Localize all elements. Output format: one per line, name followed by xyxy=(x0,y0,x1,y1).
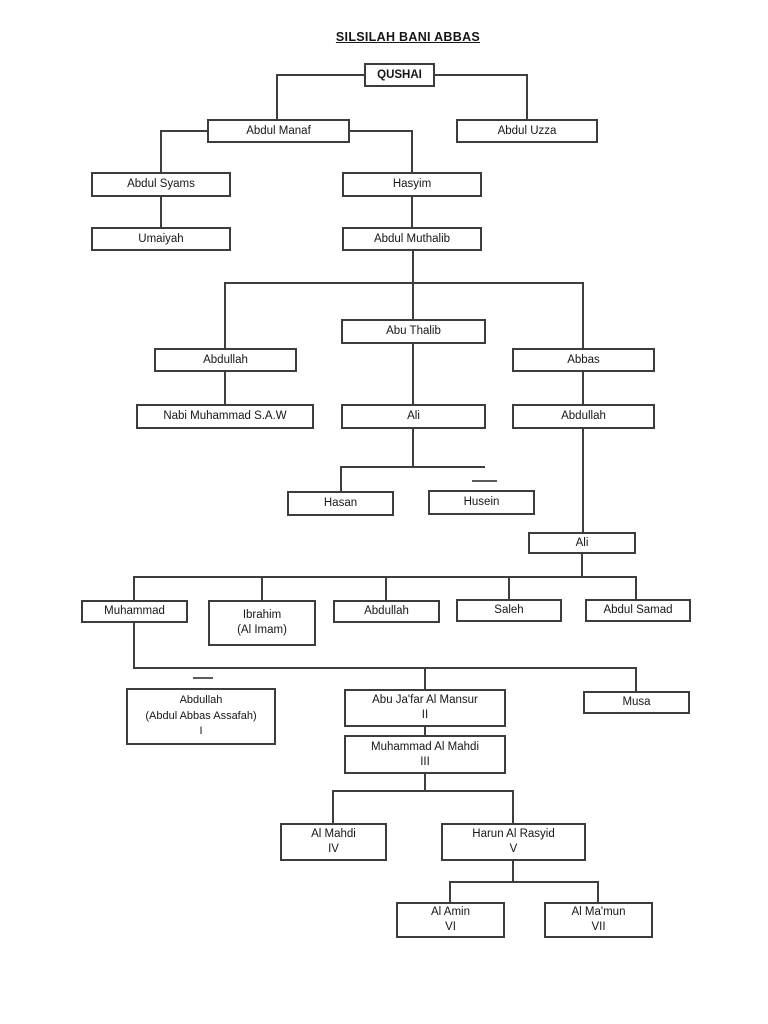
connector-line xyxy=(133,576,135,600)
connector-line xyxy=(224,282,226,348)
page-title: SILSILAH BANI ABBAS xyxy=(335,30,481,44)
connector-line xyxy=(412,251,414,319)
node-label-line: VII xyxy=(591,921,606,933)
tree-node-abdullah-3: Abdullah xyxy=(333,600,440,623)
tree-node-saleh: Saleh xyxy=(456,599,562,622)
connector-line xyxy=(160,130,162,172)
tree-node-abdul-syams: Abdul Syams xyxy=(91,172,231,197)
connector-line xyxy=(161,130,209,132)
tree-node-abdul-muthalib: Abdul Muthalib xyxy=(342,227,482,251)
connector-line xyxy=(582,282,584,348)
connector-line xyxy=(581,554,583,577)
connector-line xyxy=(449,881,599,883)
node-label-line: (Abdul Abbas Assafah) xyxy=(145,709,257,722)
connector-line xyxy=(597,881,599,902)
broken-connector-mark xyxy=(472,480,497,482)
tree-node-muhammad-al-mahdi: Muhammad Al Mahdi III xyxy=(344,735,506,774)
connector-line xyxy=(134,667,636,669)
tree-node-abdullah-1: Abdullah xyxy=(154,348,297,372)
tree-node-abdullah-assafah: Abdullah (Abdul Abbas Assafah) I xyxy=(126,688,276,745)
connector-line xyxy=(332,790,514,792)
tree-node-musa: Musa xyxy=(583,691,690,714)
node-label-line: Harun Al Rasyid xyxy=(472,828,555,841)
tree-node-nabi-muhammad: Nabi Muhammad S.A.W xyxy=(136,404,314,429)
node-label-line: (Al Imam) xyxy=(237,624,287,636)
broken-connector-mark xyxy=(193,677,213,679)
connector-line xyxy=(224,372,226,404)
connector-line xyxy=(582,429,584,532)
connector-line xyxy=(348,130,412,132)
connector-line xyxy=(277,74,366,76)
connector-line xyxy=(412,344,414,404)
tree-node-umaiyah: Umaiyah xyxy=(91,227,231,251)
node-label-line: Abdullah xyxy=(179,693,223,706)
tree-node-al-mamun: Al Ma'mun VII xyxy=(544,902,653,938)
node-label-line: Al Amin xyxy=(431,906,470,919)
connector-line xyxy=(276,74,278,119)
connector-line xyxy=(635,576,637,599)
node-label-line: Abu Ja'far Al Mansur xyxy=(372,694,478,707)
node-label-line: Ibrahim xyxy=(242,609,282,622)
connector-line xyxy=(341,466,485,468)
connector-line xyxy=(411,197,413,227)
node-label-line: I xyxy=(199,725,203,738)
tree-node-abdullah-2: Abdullah xyxy=(512,404,655,429)
connector-line xyxy=(133,623,135,669)
connector-line xyxy=(512,861,514,883)
tree-node-hasyim: Hasyim xyxy=(342,172,482,197)
node-label-line: VI xyxy=(445,921,456,933)
tree-node-abu-thalib: Abu Thalib xyxy=(341,319,486,344)
tree-node-abdul-uzza: Abdul Uzza xyxy=(456,119,598,143)
connector-line xyxy=(424,667,426,689)
connector-line xyxy=(332,790,334,823)
connector-line xyxy=(512,790,514,823)
tree-node-abdul-manaf: Abdul Manaf xyxy=(207,119,350,143)
node-label-line: Al Ma'mun xyxy=(571,906,626,919)
connector-line xyxy=(526,74,528,119)
node-label-line: II xyxy=(421,709,429,721)
node-label-line: V xyxy=(509,843,518,855)
node-label-line: Muhammad Al Mahdi xyxy=(370,740,480,753)
connector-line xyxy=(424,774,426,792)
tree-node-ali-2: Ali xyxy=(528,532,636,554)
connector-line xyxy=(433,74,527,76)
tree-node-qushai: QUSHAI xyxy=(364,63,435,87)
tree-node-al-mahdi: Al Mahdi IV xyxy=(280,823,387,861)
connector-line xyxy=(261,576,263,600)
tree-node-husein: Husein xyxy=(428,490,535,515)
tree-node-al-amin: Al Amin VI xyxy=(396,902,505,938)
tree-node-hasan: Hasan xyxy=(287,491,394,516)
connector-line xyxy=(635,667,637,691)
tree-node-muhammad: Muhammad xyxy=(81,600,188,623)
node-label-line: Al Mahdi xyxy=(311,828,356,841)
connector-line xyxy=(412,429,414,468)
connector-line xyxy=(160,197,162,227)
connector-line xyxy=(424,727,426,735)
node-label-line: III xyxy=(420,755,430,768)
tree-node-ibrahim-al-imam: Ibrahim (Al Imam) xyxy=(208,600,316,646)
tree-node-abdul-samad: Abdul Samad xyxy=(585,599,691,622)
tree-node-harun-al-rasyid: Harun Al Rasyid V xyxy=(441,823,586,861)
connector-line xyxy=(508,576,510,599)
tree-node-abbas: Abbas xyxy=(512,348,655,372)
tree-node-ali-1: Ali xyxy=(341,404,486,429)
connector-line xyxy=(582,372,584,404)
connector-line xyxy=(385,576,387,600)
node-label-line: IV xyxy=(328,843,339,855)
tree-node-abu-jafar-al-mansur: Abu Ja'far Al Mansur II xyxy=(344,689,506,727)
connector-line xyxy=(449,881,451,902)
connector-line xyxy=(340,466,342,491)
connector-line xyxy=(225,282,583,284)
connector-line xyxy=(411,130,413,172)
